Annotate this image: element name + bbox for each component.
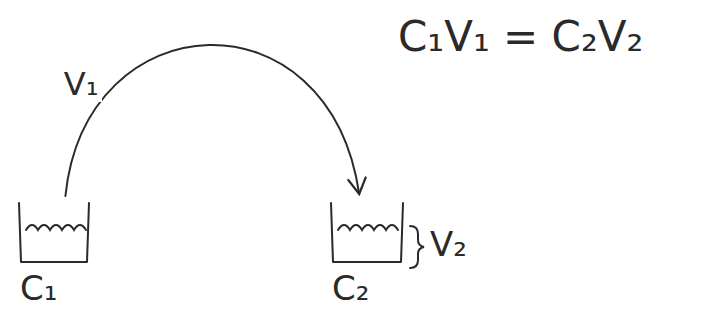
volume-label: V₂ <box>430 226 467 263</box>
concentration-label: C₂ <box>328 270 406 307</box>
dilution-equation: C₁V₁ = C₂V₂ <box>398 14 643 60</box>
volume-label: V₁ <box>61 67 102 102</box>
volume-brace <box>410 226 424 268</box>
concentration-label: C₁ <box>16 270 92 307</box>
beaker: C₂ <box>328 200 406 307</box>
beaker-outline <box>328 200 406 266</box>
beaker: C₁ <box>16 200 92 307</box>
transfer-arrow <box>65 45 359 196</box>
liquid-surface <box>338 225 398 230</box>
liquid-surface <box>26 225 86 230</box>
beaker-outline <box>16 200 92 266</box>
